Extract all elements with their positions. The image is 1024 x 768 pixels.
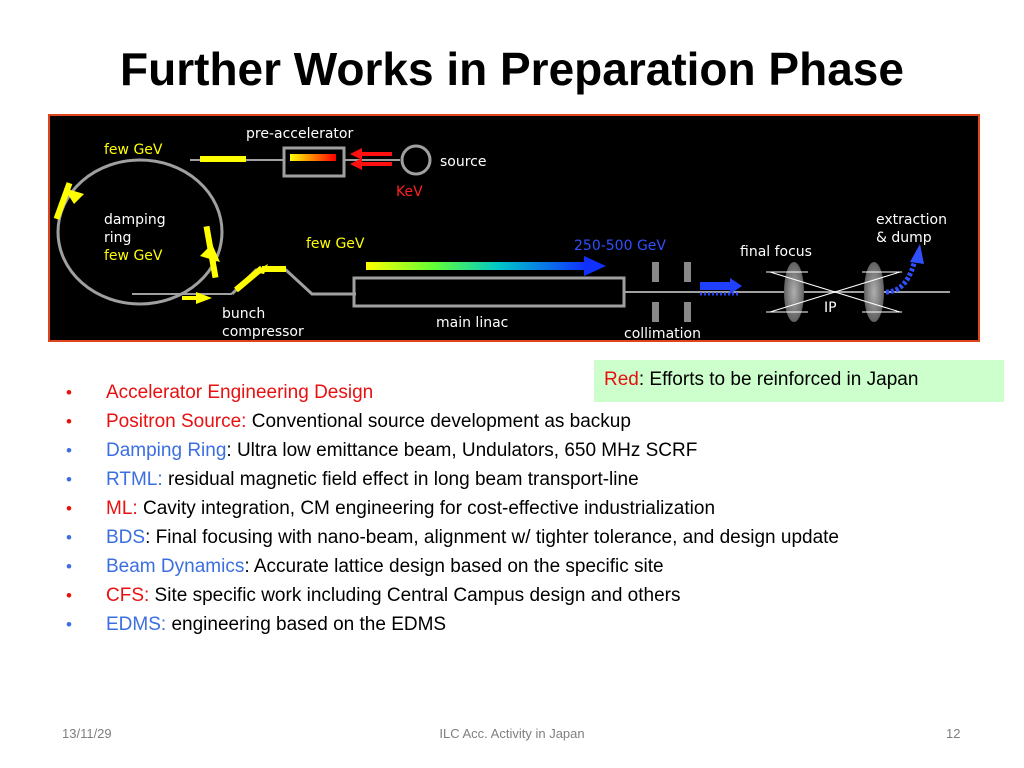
label-energy-range: 250-500 GeV [574,238,666,254]
ring-arrow-left-icon [64,188,84,204]
bullet-dot-icon: • [66,470,72,489]
final-focus-lens-1 [784,262,804,322]
label-pre-accelerator: pre-accelerator [246,126,353,142]
bullet-dot-icon: • [66,528,72,547]
list-item-label: RTML: [106,469,163,490]
list-item-label: Damping Ring [106,440,227,461]
label-collimation: collimation [624,326,701,340]
label-few-gev-ring: few GeV [104,248,163,264]
list-item: • EDMS: engineering based on the EDMS [66,610,839,639]
label-main-linac: main linac [436,315,508,331]
bunch-arrow-icon [182,292,212,304]
list-item-label: EDMS: [106,614,167,635]
list-item-text: : Ultra low emittance beam, Undulators, … [226,440,698,461]
legend-text: : Efforts to be reinforced in Japan [638,369,919,390]
label-few-gev-top: few GeV [104,142,163,158]
list-item: • Positron Source: Conventional source de… [66,407,839,436]
list-item: • RTML: residual magnetic field effect in… [66,465,839,494]
collimator-2 [684,262,691,282]
bullet-dot-icon: • [66,615,72,634]
ring-arrow-right-icon [200,244,220,262]
label-ip: IP [824,300,837,316]
list-item-text: residual magnetic field effect in long b… [162,469,639,490]
bullet-dot-icon: • [66,499,72,518]
pre-accelerator-beam [290,154,336,161]
collimator-1 [652,262,659,282]
slide-title: Further Works in Preparation Phase [120,43,904,95]
list-item-text: Site specific work including Central Cam… [149,585,681,606]
red-arrow-icon [350,148,392,160]
bullet-dot-icon: • [66,383,72,402]
list-item-label: Beam Dynamics [106,556,245,577]
list-item: • Damping Ring: Ultra low emittance beam,… [66,436,839,465]
ilc-layout-svg: pre-accelerator few GeV source KeV dampi… [53,126,950,340]
legend-box: Red: Efforts to be reinforced in Japan [594,360,1004,402]
list-item-text: : Final focusing with nano-beam, alignme… [145,527,839,548]
list-item-label: BDS [106,527,146,548]
final-focus-lens-2 [864,262,884,322]
bunch-dots-top [200,156,246,162]
label-final-focus: final focus [740,244,812,260]
bullet-dot-icon: • [66,586,72,605]
label-ring: ring [104,230,131,246]
list-item: • Beam Dynamics: Accurate lattice design … [66,552,839,581]
bunch-compressor-line [230,268,356,296]
list-item-text: Conventional source development as backu… [246,411,631,432]
list-item-text: : Accurate lattice design based on the s… [244,556,664,577]
list-item-label: CFS: [106,585,150,606]
list-item-text: engineering based on the EDMS [166,614,447,635]
list-item: • ML: Cavity integration, CM engineering … [66,494,839,523]
source-icon [400,144,432,176]
list-item-label: Positron Source: [106,411,247,432]
bullet-dot-icon: • [66,441,72,460]
label-compressor: compressor [222,324,304,340]
list-item-label: Accelerator Engineering Design [106,382,374,403]
label-source: source [440,154,487,170]
label-extraction: extraction [876,212,947,228]
legend-red-word: Red [604,369,639,390]
energy-gradient-arrow [366,262,586,270]
list-item: • BDS: Final focusing with nano-beam, ali… [66,523,839,552]
label-dump: & dump [876,230,932,246]
bullet-dot-icon: • [66,412,72,431]
label-few-gev-mid: few GeV [306,236,365,252]
pre-accelerator-box [282,146,346,178]
blue-beam-arrow-icon [700,278,742,294]
list-item-text: Cavity integration, CM engineering for c… [137,498,716,519]
footer-date: 13/11/29 [62,726,112,741]
list-item: • CFS: Site specific work including Centr… [66,581,839,610]
label-damping: damping [104,212,166,228]
footer-title: ILC Acc. Activity in Japan [439,726,585,741]
list-item: • Accelerator Engineering Design [66,378,839,407]
list-item-label: ML: [106,498,138,519]
label-bunch: bunch [222,306,265,322]
bullet-dot-icon: • [66,557,72,576]
label-kev: KeV [396,184,423,200]
ilc-layout-diagram: pre-accelerator few GeV source KeV dampi… [48,114,980,342]
work-items-list: • Accelerator Engineering Design • Positron… [66,378,839,639]
footer-page-number: 12 [946,726,961,741]
damping-ring-shape [56,158,224,306]
